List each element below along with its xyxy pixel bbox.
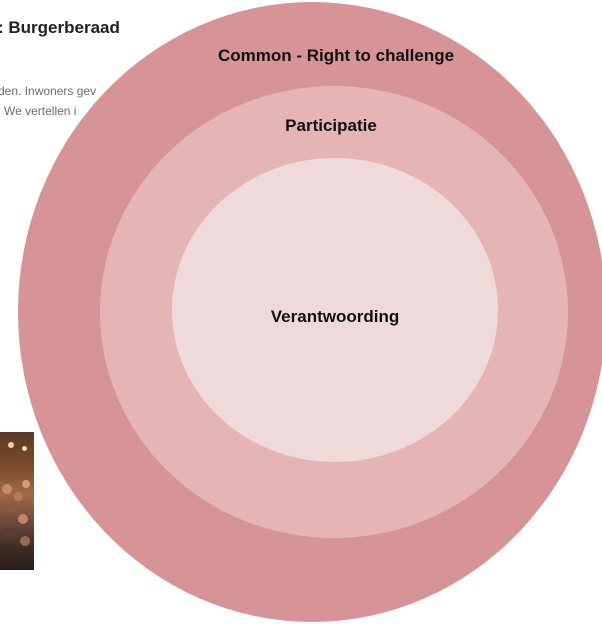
middle-ring-label: Participatie: [285, 116, 377, 135]
event-photo[interactable]: [0, 432, 34, 570]
inner-circle: [172, 158, 498, 462]
outer-ring-label: Common - Right to challenge: [218, 46, 454, 65]
page-title: : Burgerberaad: [0, 18, 120, 37]
inner-circle-label: Verantwoording: [271, 307, 399, 326]
page-text-line: We vertellen i: [4, 104, 77, 118]
page-text-line: den. Inwoners gev: [0, 84, 97, 98]
